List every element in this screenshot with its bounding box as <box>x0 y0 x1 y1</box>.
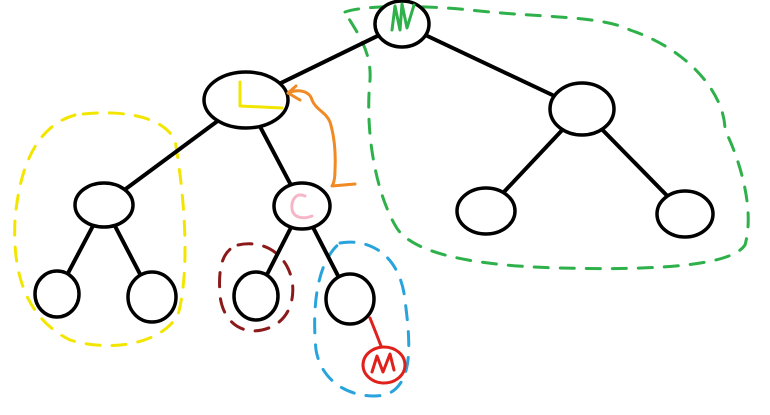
new-node-connector <box>368 316 383 348</box>
left-subtree-highlight <box>13 111 187 348</box>
tree-nodes <box>33 0 715 326</box>
left-child-mark <box>290 193 314 220</box>
tree-node-LL <box>73 181 135 229</box>
tree-node-LR <box>272 181 332 231</box>
tree-edges <box>55 22 687 301</box>
tree-node-RL <box>455 186 517 236</box>
tree-node-RR <box>655 189 715 239</box>
tree-node-LLL <box>33 269 81 319</box>
tree-node-LLR <box>126 270 178 324</box>
tree-node-LRL <box>232 270 280 322</box>
tree-edge-root-R <box>400 22 584 111</box>
leaf-highlight-left <box>218 242 295 333</box>
pointer-arrow <box>286 84 357 188</box>
left-node-mark <box>238 80 284 110</box>
tree-node-L <box>202 70 290 130</box>
right-subtree-highlight <box>343 4 750 271</box>
root-mark <box>390 2 416 32</box>
tree-node-LRR <box>324 272 376 326</box>
tree-node-R <box>548 81 616 137</box>
new-node-mark <box>370 352 396 374</box>
new-node-circle <box>361 345 407 385</box>
leaf-highlight-right <box>313 240 411 398</box>
tree-node-root <box>373 0 431 49</box>
